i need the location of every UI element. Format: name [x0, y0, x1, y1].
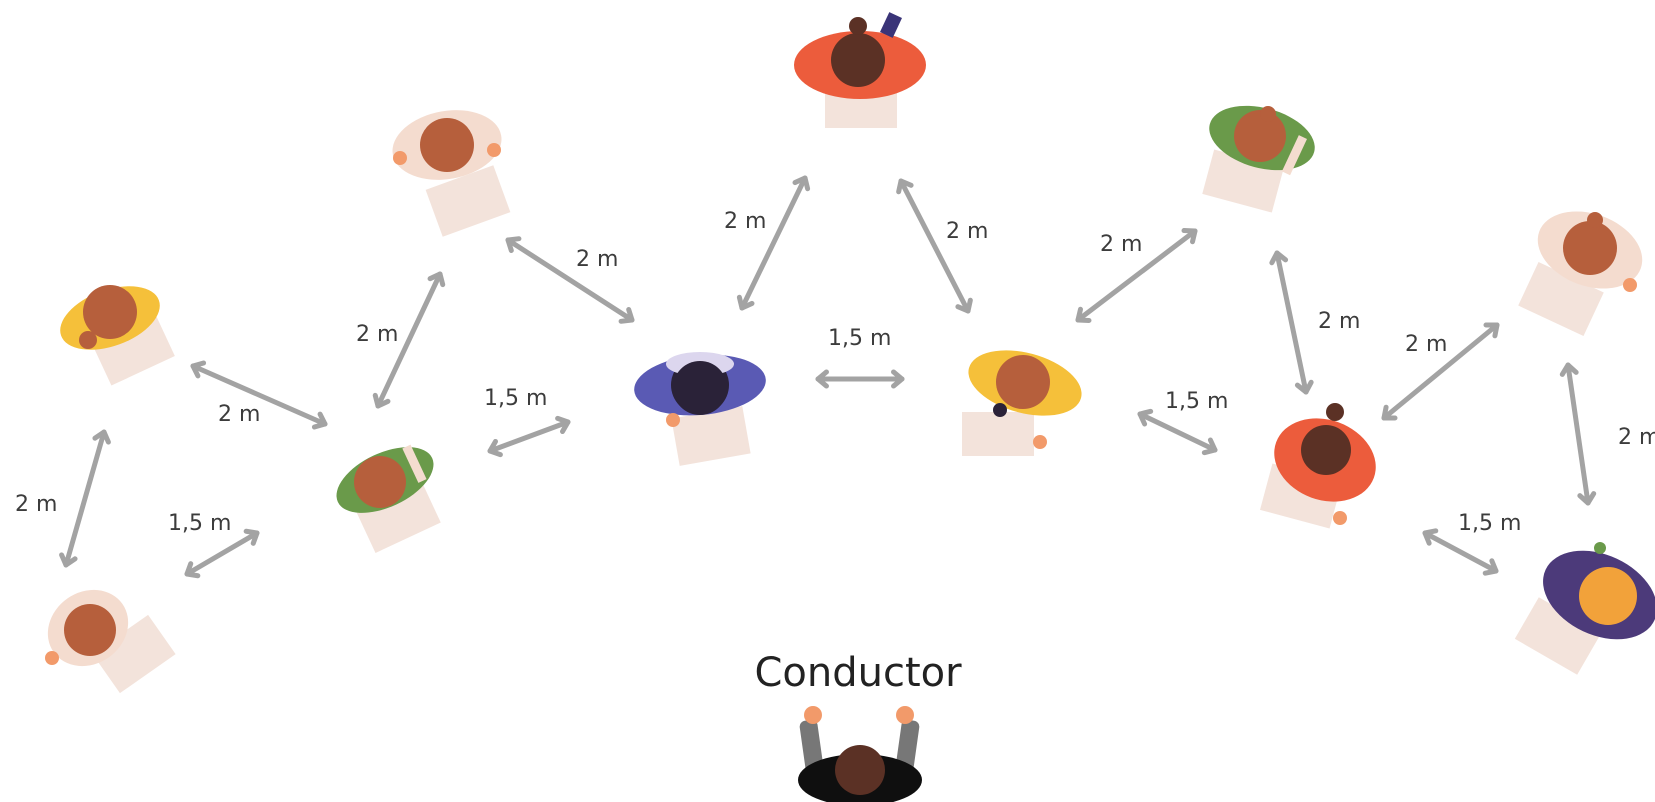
distance-label: 1,5 m [484, 386, 547, 411]
conductor-label: Conductor [754, 650, 962, 696]
double-arrow [1559, 362, 1597, 506]
distance-label: 2 m [946, 219, 988, 244]
double-arrow [1422, 528, 1499, 576]
double-arrow [896, 178, 973, 314]
double-arrow [815, 369, 905, 389]
singer-figure [60, 285, 175, 386]
double-arrow [1269, 250, 1314, 395]
music-sheet [91, 312, 175, 386]
distance-label: 2 m [1618, 425, 1655, 450]
distance-label: 1,5 m [1458, 511, 1521, 536]
music-sheet [92, 614, 176, 694]
singer-figure [962, 350, 1082, 456]
distance-label: 2 m [576, 247, 618, 272]
double-arrow [487, 415, 571, 458]
singer-figure [336, 444, 441, 553]
singer-figure [1518, 211, 1643, 336]
singer-figure [794, 12, 926, 128]
distance-label: 1,5 m [1165, 389, 1228, 414]
double-arrow [736, 175, 811, 311]
distance-label: 2 m [1100, 232, 1142, 257]
singer-figure [392, 110, 511, 237]
double-arrow [505, 236, 635, 324]
double-arrow [1137, 408, 1218, 456]
singer-figure [45, 589, 176, 694]
distance-label: 1,5 m [828, 326, 891, 351]
singer-figure [1260, 403, 1376, 529]
double-arrow [372, 271, 446, 409]
double-arrow [1075, 228, 1198, 323]
double-arrow [184, 528, 260, 579]
music-sheet [1514, 597, 1602, 675]
music-sheet [425, 165, 511, 237]
distance-label: 2 m [724, 209, 766, 234]
distance-label: 1,5 m [168, 511, 231, 536]
conductor-figure [798, 706, 922, 802]
singer-figure [1202, 105, 1315, 213]
double-arrow [59, 429, 111, 568]
distance-label: 2 m [218, 402, 260, 427]
distance-arrows [59, 175, 1597, 579]
distance-label: 2 m [1405, 332, 1447, 357]
distance-label: 2 m [1318, 309, 1360, 334]
music-sheet [962, 412, 1034, 456]
distance-label: 2 m [356, 322, 398, 347]
music-sheet [1518, 262, 1604, 336]
distance-label: 2 m [15, 492, 57, 517]
music-sheet [671, 406, 751, 466]
singer-figure [1514, 542, 1655, 675]
double-arrow [1381, 322, 1500, 421]
singer-figure [634, 352, 766, 466]
music-sheet [355, 479, 441, 553]
double-arrow [190, 360, 328, 430]
